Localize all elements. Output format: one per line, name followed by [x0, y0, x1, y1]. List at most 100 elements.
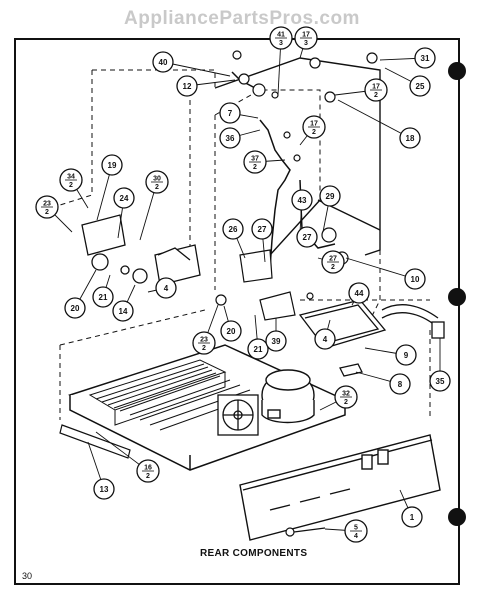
- callout-circle: [155, 277, 177, 299]
- callout-circle: [222, 218, 244, 240]
- callout-number: 4: [323, 335, 328, 344]
- callout-number: 24: [120, 194, 129, 203]
- callout-c16: 162: [136, 459, 160, 483]
- callout-c14: 14: [112, 300, 134, 322]
- callout-c17c: 172: [302, 115, 326, 139]
- callout-circle: [113, 187, 135, 209]
- callout-c27b: 27: [296, 226, 318, 248]
- callout-number: 44: [355, 289, 364, 298]
- callout-c9: 9: [395, 344, 417, 366]
- callout-circle: [409, 75, 431, 97]
- callout-c23b: 232: [192, 331, 216, 355]
- callout-number: 32: [342, 391, 350, 398]
- callout-circle: [152, 51, 174, 73]
- callout-circle: [401, 506, 423, 528]
- base-rail: [59, 424, 131, 459]
- condenser-fan: [217, 394, 259, 436]
- callout-number: 26: [229, 225, 238, 234]
- callout-number: 18: [406, 134, 415, 143]
- callout-c25: 25: [409, 75, 431, 97]
- callout-number: 7: [228, 109, 233, 118]
- center-brackets: [215, 249, 314, 321]
- callout-number: 1: [410, 513, 415, 522]
- callout-number: 27: [258, 225, 267, 234]
- callout-quantity: 2: [202, 345, 206, 352]
- callout-c23a: 232: [35, 195, 59, 219]
- callout-number: 17: [310, 121, 318, 128]
- callout-number: 17: [372, 84, 380, 91]
- callout-number: 20: [227, 327, 236, 336]
- callout-circle: [348, 282, 370, 304]
- callout-c41: 413: [269, 26, 293, 50]
- callout-quantity: 2: [146, 473, 150, 480]
- callout-number: 23: [200, 337, 208, 344]
- callout-c32: 322: [334, 385, 358, 409]
- callout-circle: [92, 286, 114, 308]
- callout-c13: 13: [93, 478, 115, 500]
- callout-circle: [247, 338, 269, 360]
- callout-c1: 1: [401, 506, 423, 528]
- callout-number: 40: [159, 58, 168, 67]
- callout-quantity: 2: [155, 184, 159, 191]
- callout-c7: 7: [219, 102, 241, 124]
- callout-number: 9: [404, 351, 409, 360]
- callout-number: 43: [298, 196, 307, 205]
- leader-line-c40: [162, 61, 231, 77]
- callout-circle: [176, 75, 198, 97]
- callout-circle: [219, 127, 241, 149]
- callout-quantity: 3: [304, 40, 308, 47]
- callout-number: 17: [302, 32, 310, 39]
- callout-number: 13: [100, 485, 109, 494]
- punch-hole-bottom: [448, 508, 466, 526]
- callout-circle: [296, 226, 318, 248]
- callout-circle: [219, 102, 241, 124]
- callout-c12: 12: [176, 75, 198, 97]
- callout-circle: [319, 185, 341, 207]
- callout-c18: 18: [399, 127, 421, 149]
- callout-number: 29: [326, 192, 335, 201]
- callout-circle: [429, 370, 451, 392]
- callout-c27a: 27: [251, 218, 273, 240]
- leader-line-c10: [345, 257, 416, 280]
- callout-c21b: 21: [247, 338, 269, 360]
- callout-number: 21: [99, 293, 108, 302]
- callout-number: 5: [354, 525, 358, 532]
- callout-c39: 39: [265, 330, 287, 352]
- callout-c37: 372: [243, 150, 267, 174]
- callout-number: 37: [251, 156, 259, 163]
- callout-number: 10: [411, 275, 420, 284]
- callout-c4b: 4: [314, 328, 336, 350]
- callout-number: 39: [272, 337, 281, 346]
- callout-number: 20: [71, 304, 80, 313]
- callout-quantity: 2: [45, 209, 49, 216]
- callout-number: 30: [153, 176, 161, 183]
- callout-c20b: 20: [220, 320, 242, 342]
- callout-circle: [314, 328, 336, 350]
- callout-c8: 8: [389, 373, 411, 395]
- callout-circle: [399, 127, 421, 149]
- callout-number: 31: [421, 54, 430, 63]
- callout-c43: 43: [291, 189, 313, 211]
- callout-c36: 36: [219, 127, 241, 149]
- callout-c5: 54: [344, 519, 368, 543]
- callout-circle: [291, 189, 313, 211]
- callout-quantity: 2: [331, 264, 335, 271]
- callout-quantity: 2: [69, 182, 73, 189]
- callout-circle: [389, 373, 411, 395]
- callout-circle: [220, 320, 242, 342]
- callout-circle: [414, 47, 436, 69]
- callout-number: 4: [164, 284, 169, 293]
- callout-number: 36: [226, 134, 235, 143]
- callout-number: 27: [329, 256, 337, 263]
- callout-c34: 342: [59, 168, 83, 192]
- callout-number: 21: [254, 345, 263, 354]
- callout-circle: [404, 268, 426, 290]
- leader-line-c18: [337, 99, 411, 139]
- callout-c27c: 272: [321, 250, 345, 274]
- callout-c10: 10: [404, 268, 426, 290]
- diagram-frame: [14, 38, 460, 585]
- callout-circle: [112, 300, 134, 322]
